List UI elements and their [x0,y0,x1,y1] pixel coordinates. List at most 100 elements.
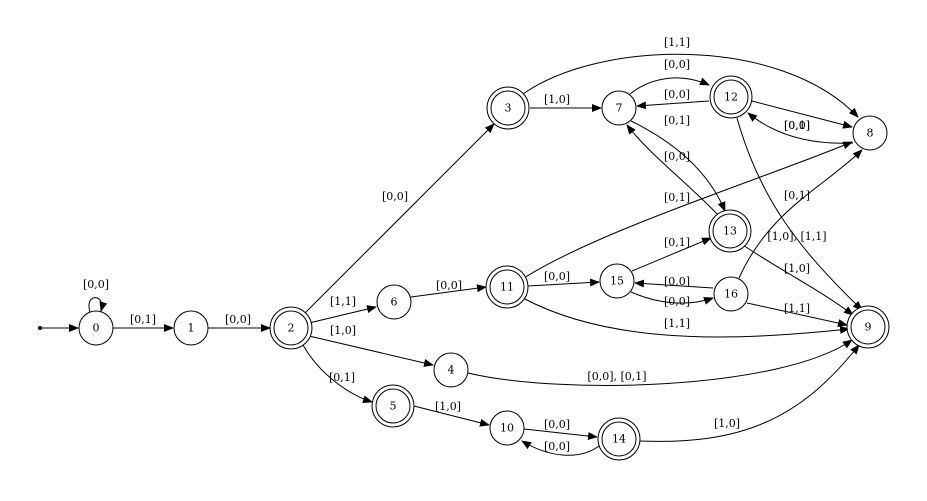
edge-5-10 [413,405,490,427]
state-node-11: 11 [485,265,529,309]
edge-label-6-11: [0,0] [436,279,462,292]
edge-14-10 [521,440,600,456]
state-node-10: 10 [489,410,525,446]
edge-label-2-4: [1,0] [330,324,356,337]
state-node-14: 14 [597,417,641,461]
state-node-9: 9 [846,305,890,349]
edge-16-9 [746,302,848,327]
edge-labels-layer: [0,0][0,1][0,0][0,0][1,1][1,0][0,1][1,0]… [83,36,827,453]
edge-label-2-6: [1,1] [330,295,356,308]
state-node-6: 6 [376,284,412,320]
edge-label-1-2: [0,0] [225,313,251,326]
state-circle [850,309,886,345]
edge-7-13 [630,120,726,212]
edge-label-11-15: [0,0] [544,270,570,283]
state-label: 6 [391,296,398,309]
state-label: 9 [865,321,872,334]
edge-label-14-9: [1,0] [714,417,740,430]
state-circle [489,410,525,446]
state-label: 15 [610,275,624,288]
edge-label-12-8: [0,1] [784,119,810,132]
state-node-3: 3 [486,86,530,130]
edge-10-14 [523,428,598,440]
state-node-5: 5 [371,384,415,428]
state-label: 14 [612,433,626,446]
edge-7-12 [629,77,710,95]
edge-12-9 [736,117,863,311]
state-circle [273,310,309,346]
state-circle [601,421,637,457]
edge-label-12-7: [0,0] [664,88,690,101]
state-circle [490,90,526,126]
state-node-13: 13 [708,209,752,253]
edge-11-15 [527,278,600,287]
edge-2-4 [308,335,434,367]
edge-label-0-0: [0,0] [83,278,109,291]
edge-11-8 [523,141,853,279]
edge-label-2-5: [0,1] [329,371,355,384]
edge-label-0-1: [0,1] [130,313,156,326]
edge-16-15 [634,279,714,289]
edge-8-12 [747,112,854,144]
edge-label-13-9: [1,0] [784,262,810,275]
state-label: 4 [448,364,455,377]
edge-label-3-7: [1,0] [544,93,570,106]
edge-label-2-3: [0,0] [382,190,408,203]
state-node-15: 15 [599,263,635,299]
edge-4-9 [467,339,853,386]
edge-label-3-8: [1,1] [664,36,690,49]
state-label: 16 [724,288,738,301]
edge-0-0 [88,297,108,313]
edge-11-9 [522,297,850,338]
edge-label-4-9: [0,0], [0,1] [587,370,646,383]
state-circle [78,310,114,346]
edge-label-12-9: [1,0], [1,1] [767,230,826,243]
state-label: 13 [723,225,737,238]
state-node-0: 0 [78,310,114,346]
start-point [38,326,42,330]
edge-label-15-13: [0,1] [664,236,690,249]
state-circle [852,115,888,151]
state-node-2: 2 [269,306,313,350]
state-circle [599,263,635,299]
edge-15-16 [630,291,714,305]
state-node-8: 8 [852,115,888,151]
edge-label-11-9: [1,1] [664,317,690,330]
edge-3-8 [522,53,859,118]
edge-label-7-13: [0,1] [664,114,690,127]
edge-label-13-7: [0,0] [664,150,690,163]
edge-2-5 [302,344,373,404]
state-circle [433,352,469,388]
edge-label-16-9: [1,1] [784,302,810,315]
edge-label-7-12: [0,0] [664,58,690,71]
edge-13-7 [626,124,719,216]
state-label: 2 [288,322,295,335]
edge-6-11 [410,284,487,298]
edge-label-8-12: [0,0] [784,119,810,132]
edge-12-8 [751,100,853,129]
edge-2-6 [308,305,377,324]
state-node-12: 12 [709,75,753,119]
edge-label-16-15: [0,0] [664,275,690,288]
state-node-7: 7 [601,90,637,126]
edge-label-5-10: [1,0] [435,400,461,413]
edge-label-16-8: [0,1] [784,189,810,202]
state-node-16: 16 [713,276,749,312]
edges-layer [38,53,863,456]
state-label: 10 [500,422,514,435]
state-circle [489,269,525,305]
edge-15-13 [631,237,712,272]
state-circle [375,388,411,424]
edge-13-9 [742,244,854,316]
state-circle [713,276,749,312]
state-label: 7 [616,102,623,115]
state-label: 11 [500,281,514,294]
state-label: 3 [505,102,512,115]
state-node-4: 4 [433,352,469,388]
edge-label-10-14: [0,0] [544,418,570,431]
state-circle [712,213,748,249]
state-label: 8 [867,127,874,140]
state-node-1: 1 [173,310,209,346]
